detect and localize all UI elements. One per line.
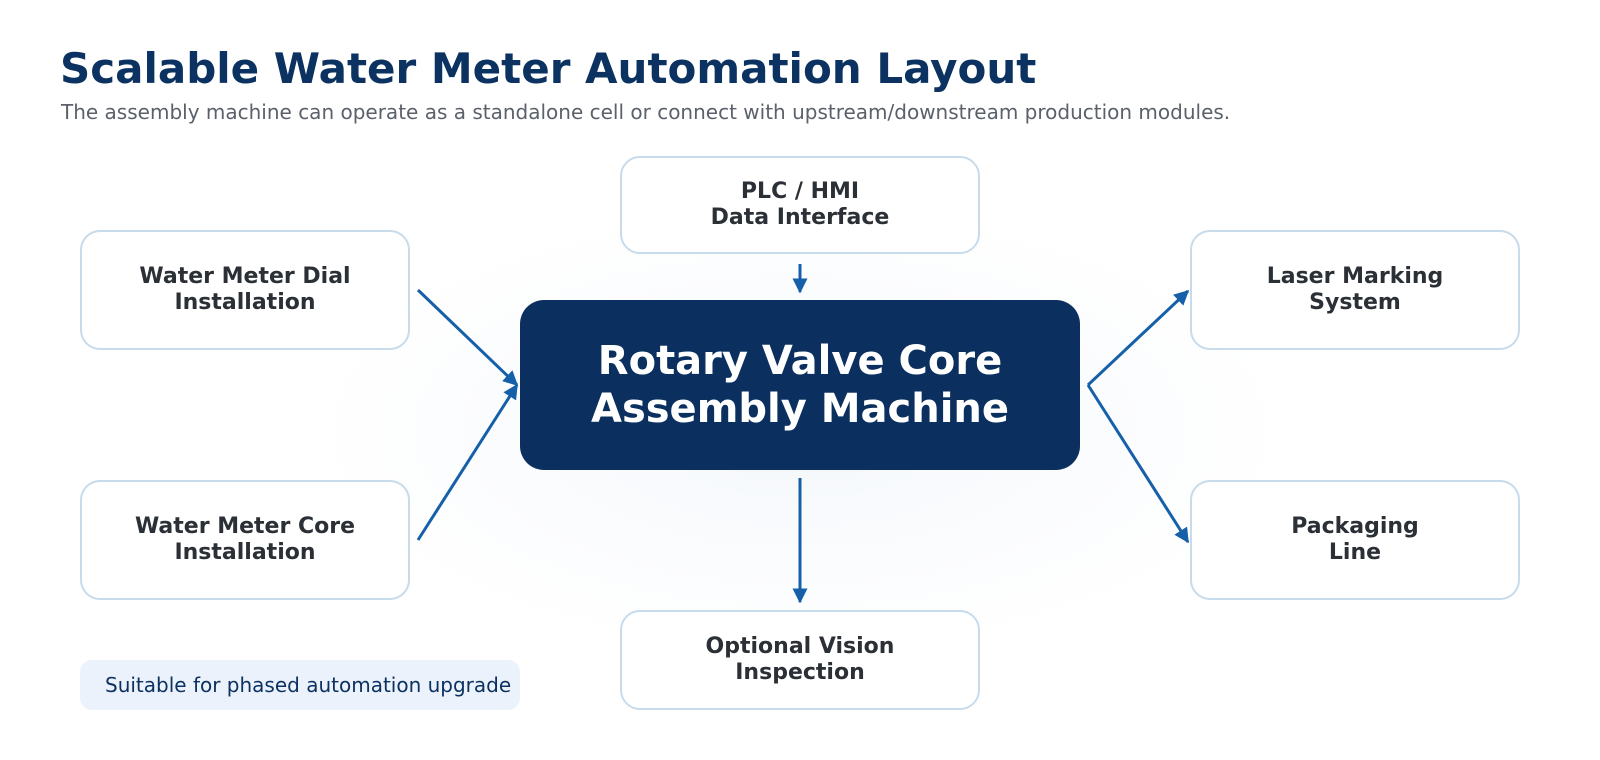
connector-center-to-packaging [1086, 384, 1190, 544]
packaging-line-label: Packaging Line [1291, 514, 1419, 565]
packaging-line-box: Packaging Line [1190, 480, 1520, 600]
rotary-valve-core-machine-box: Rotary Valve Core Assembly Machine [520, 300, 1080, 470]
laser-marking-label: Laser Marking System [1266, 264, 1444, 315]
vision-inspection-label: Optional Vision Inspection [705, 634, 895, 685]
page-subtitle: The assembly machine can operate as a st… [61, 100, 1231, 124]
dial-installation-box: Water Meter Dial Installation [80, 230, 410, 350]
plc-hmi-box: PLC / HMI Data Interface [620, 156, 980, 254]
connector-center-to-laser [1086, 289, 1190, 387]
connector-dial-to-center [416, 288, 519, 387]
vision-inspection-box: Optional Vision Inspection [620, 610, 980, 710]
core-installation-label: Water Meter Core Installation [134, 514, 356, 565]
core-installation-box: Water Meter Core Installation [80, 480, 410, 600]
plc-hmi-label: PLC / HMI Data Interface [710, 179, 890, 230]
phased-upgrade-note: Suitable for phased automation upgrade [80, 660, 520, 710]
dial-installation-label: Water Meter Dial Installation [139, 264, 351, 315]
connector-core-to-center [416, 383, 519, 541]
page-title: Scalable Water Meter Automation Layout [60, 44, 1037, 93]
phased-upgrade-note-text: Suitable for phased automation upgrade [105, 673, 512, 697]
center-machine-label: Rotary Valve Core Assembly Machine [590, 338, 1010, 432]
laser-marking-box: Laser Marking System [1190, 230, 1520, 350]
